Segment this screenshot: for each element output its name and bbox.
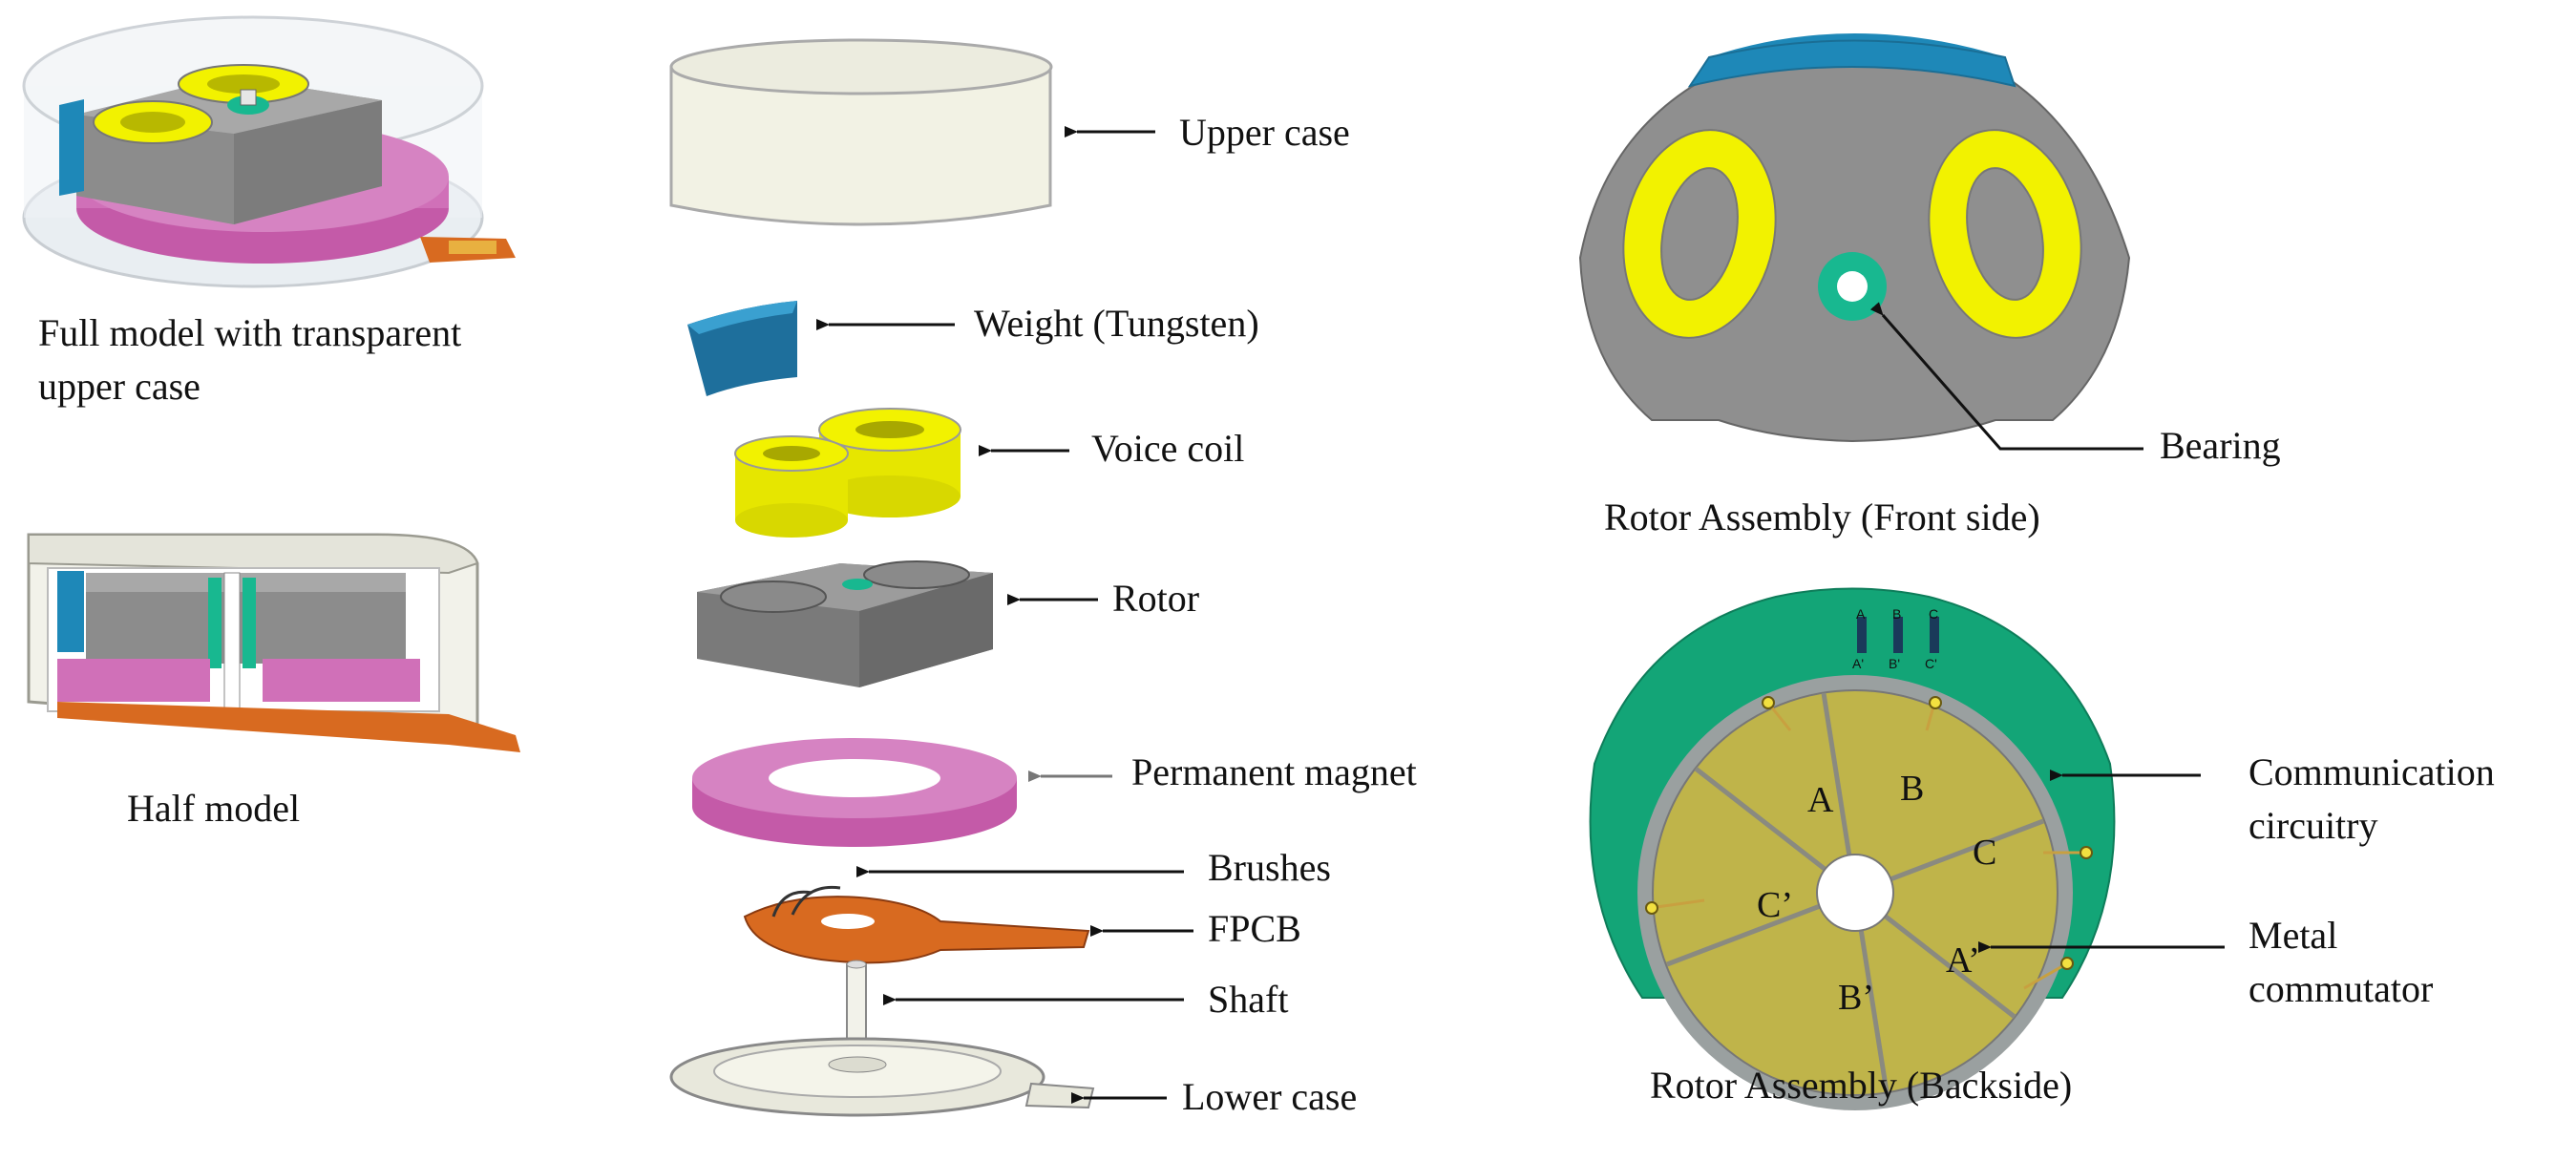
pad-label-c: C <box>1929 606 1938 622</box>
pad-label-a: A <box>1856 606 1866 622</box>
label-metal-line2: commutator <box>2249 967 2433 1010</box>
pad-label-b-prime: B' <box>1889 656 1900 671</box>
rotor-part <box>697 560 993 687</box>
label-shaft: Shaft <box>1208 978 1288 1021</box>
label-voice-coil: Voice coil <box>1091 427 1244 470</box>
bearing-leader <box>1869 302 2143 451</box>
lower-case-part <box>669 1037 1095 1117</box>
label-upper-case: Upper case <box>1179 111 1350 154</box>
segment-label-a: A <box>1807 780 1834 820</box>
pad-label-c-prime: C' <box>1925 656 1937 671</box>
upper-case-part <box>669 38 1053 226</box>
segment-label-b: B <box>1900 769 1924 809</box>
full-model-caption-line2: upper case <box>38 365 201 408</box>
segment-label-c-prime: C’ <box>1757 885 1793 925</box>
segment-label-c: C <box>1973 833 1996 873</box>
shaft-part <box>846 960 867 1051</box>
rotor-back-caption: Rotor Assembly (Backside) <box>1650 1064 2072 1107</box>
permanent-magnet-part <box>692 738 1017 847</box>
rotor-front-caption: Rotor Assembly (Front side) <box>1604 496 2040 538</box>
pad-label-b: B <box>1892 606 1901 622</box>
pad-label-a-prime: A' <box>1852 656 1864 671</box>
rotor-front-illustration <box>1578 33 2131 443</box>
label-permanent-magnet: Permanent magnet <box>1131 750 1417 793</box>
segment-label-a-prime: A’ <box>1946 940 1980 981</box>
half-model-caption: Half model <box>127 787 300 830</box>
label-lower-case: Lower case <box>1182 1075 1357 1118</box>
label-weight: Weight (Tungsten) <box>974 302 1259 345</box>
rotor-back-illustration <box>1589 587 2116 1110</box>
label-brushes: Brushes <box>1208 846 1331 889</box>
label-communication-line2: circuitry <box>2249 804 2378 847</box>
label-fpcb: FPCB <box>1208 907 1301 950</box>
full-model-illustration <box>22 15 516 288</box>
segment-label-b-prime: B’ <box>1838 978 1874 1018</box>
label-communication-line1: Communication <box>2249 750 2495 793</box>
fpcb-part <box>743 885 1090 964</box>
label-rotor: Rotor <box>1112 577 1199 620</box>
label-metal-line1: Metal <box>2249 914 2337 957</box>
half-model-illustration <box>27 533 520 752</box>
label-bearing: Bearing <box>2160 424 2281 467</box>
full-model-caption-line1: Full model with transparent <box>38 311 461 354</box>
voice-coil-part <box>734 408 961 538</box>
weight-part <box>687 301 797 396</box>
